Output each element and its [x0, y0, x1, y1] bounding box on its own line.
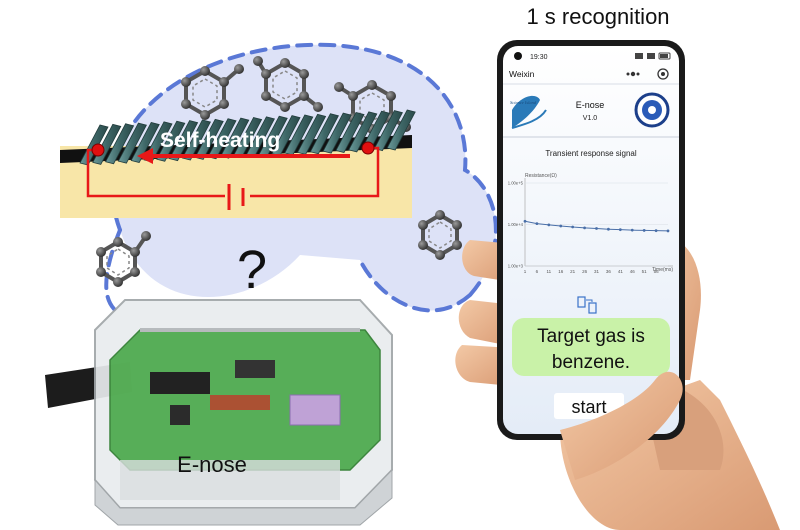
coil-segment [194, 118, 224, 160]
chart-x-tick-label: 46 [630, 269, 636, 274]
coil-segment [181, 119, 211, 161]
benzene-molecule-1 [181, 64, 244, 120]
chart-y-axis-label: Resistance(Ω) [525, 173, 557, 179]
close-miniprogram-icon[interactable] [657, 68, 669, 80]
chart-data-point [547, 223, 551, 227]
chart-y-tick-label: 1.00e+4 [508, 222, 524, 227]
thumb [560, 371, 683, 480]
transient-response-chart: Resistance(Ω) Time(ms) 1.00e+5 1.00e+4 1.0… [508, 173, 674, 274]
app-version: V1.0 [583, 115, 598, 122]
start-button-label: start [571, 397, 606, 417]
chart-data-point [583, 226, 586, 230]
electrode-right [361, 141, 375, 155]
self-heating-label: Self-heating [160, 129, 280, 152]
chart-y-tick-label: 1.00e+5 [508, 181, 524, 186]
electrode-left [91, 143, 105, 157]
question-mark: ? [237, 240, 267, 300]
coil-segment [309, 113, 339, 155]
benzene-molecule-2 [253, 56, 323, 112]
coil-segment [386, 109, 416, 151]
chart-x-tick-label: 36 [606, 269, 612, 274]
chart-x-axis-label: Time(ms) [652, 267, 673, 273]
status-time: 19:30 [530, 54, 548, 61]
chart-title: Transient response signal [545, 149, 637, 158]
chart-data-point [618, 228, 622, 232]
chip-1 [150, 372, 210, 394]
science-island-logo: Science Island [510, 95, 547, 129]
coil-segment [373, 110, 403, 152]
result-box [512, 318, 670, 376]
chart-data-point [523, 219, 527, 223]
chart-x-tick-label: 21 [570, 269, 576, 274]
chart-data-point [559, 224, 563, 228]
chart-data-point [535, 222, 539, 226]
chip-2 [235, 360, 275, 378]
case-base [94, 468, 393, 526]
chart-x-tick-label: 6 [536, 269, 539, 274]
chip-3 [170, 405, 190, 425]
chart-x-tick-label: 11 [546, 269, 551, 274]
benzene-molecule-4 [96, 231, 151, 287]
coil-segment [348, 111, 378, 153]
sensor-transfer-icon [577, 296, 597, 314]
enose-device-label: E-nose [177, 452, 247, 477]
coil-segment [117, 122, 147, 164]
sensor-module [289, 394, 341, 426]
signal-icon [635, 53, 643, 59]
coil-segment [335, 112, 365, 153]
result-line-1: Target gas is [537, 326, 645, 347]
chart-x-tick-label: 1 [524, 269, 527, 274]
science-island-text: Science Island [510, 100, 537, 105]
coil-segment [297, 113, 327, 155]
headline: 1 s recognition [526, 4, 669, 29]
component-red [210, 395, 270, 410]
coil-segment [156, 120, 186, 162]
chart-x-tick-label: 16 [558, 269, 564, 274]
battery-icon [658, 52, 671, 60]
chart-data-point [595, 227, 598, 230]
coil-segment [169, 120, 199, 162]
chart-data-point [654, 229, 658, 233]
institute-emblem-icon [634, 92, 670, 128]
chart-data-point [571, 225, 575, 229]
coil-segment [105, 123, 135, 165]
front-camera-icon [514, 52, 522, 60]
chart-x-tick-label: 26 [582, 269, 588, 274]
chart-data-point [666, 229, 670, 233]
app-bar-title: Weixin [509, 69, 535, 79]
wifi-icon [647, 53, 655, 59]
result-line-2: benzene. [552, 352, 630, 373]
more-options-icon[interactable] [626, 71, 640, 77]
helical-coil [79, 109, 416, 166]
chart-data-point [607, 227, 610, 231]
chart-y-tick-label: 1.00e+3 [508, 264, 524, 269]
label-plate [120, 460, 340, 500]
enose-device: E-nose [45, 299, 393, 526]
chart-data-point [642, 229, 646, 232]
sensor-heater-panel: Self-heating [60, 109, 416, 218]
chart-x-tick-label: 56 [654, 269, 660, 274]
chart-x-tick-label: 51 [642, 269, 648, 274]
chart-x-tick-label: 31 [594, 269, 600, 274]
chart-data-point [630, 228, 634, 232]
benzene-molecule-5 [418, 210, 462, 260]
battery-level-icon [660, 54, 668, 58]
status-icons [635, 52, 671, 60]
coil-segment [322, 112, 352, 154]
start-button[interactable] [554, 393, 624, 419]
app-name: E-nose [576, 100, 605, 110]
coil-segment [207, 118, 237, 160]
smartphone: 19:30 Weixin Science Island E-nose V1.0 [497, 40, 685, 440]
chart-x-tick-label: 41 [618, 269, 624, 274]
